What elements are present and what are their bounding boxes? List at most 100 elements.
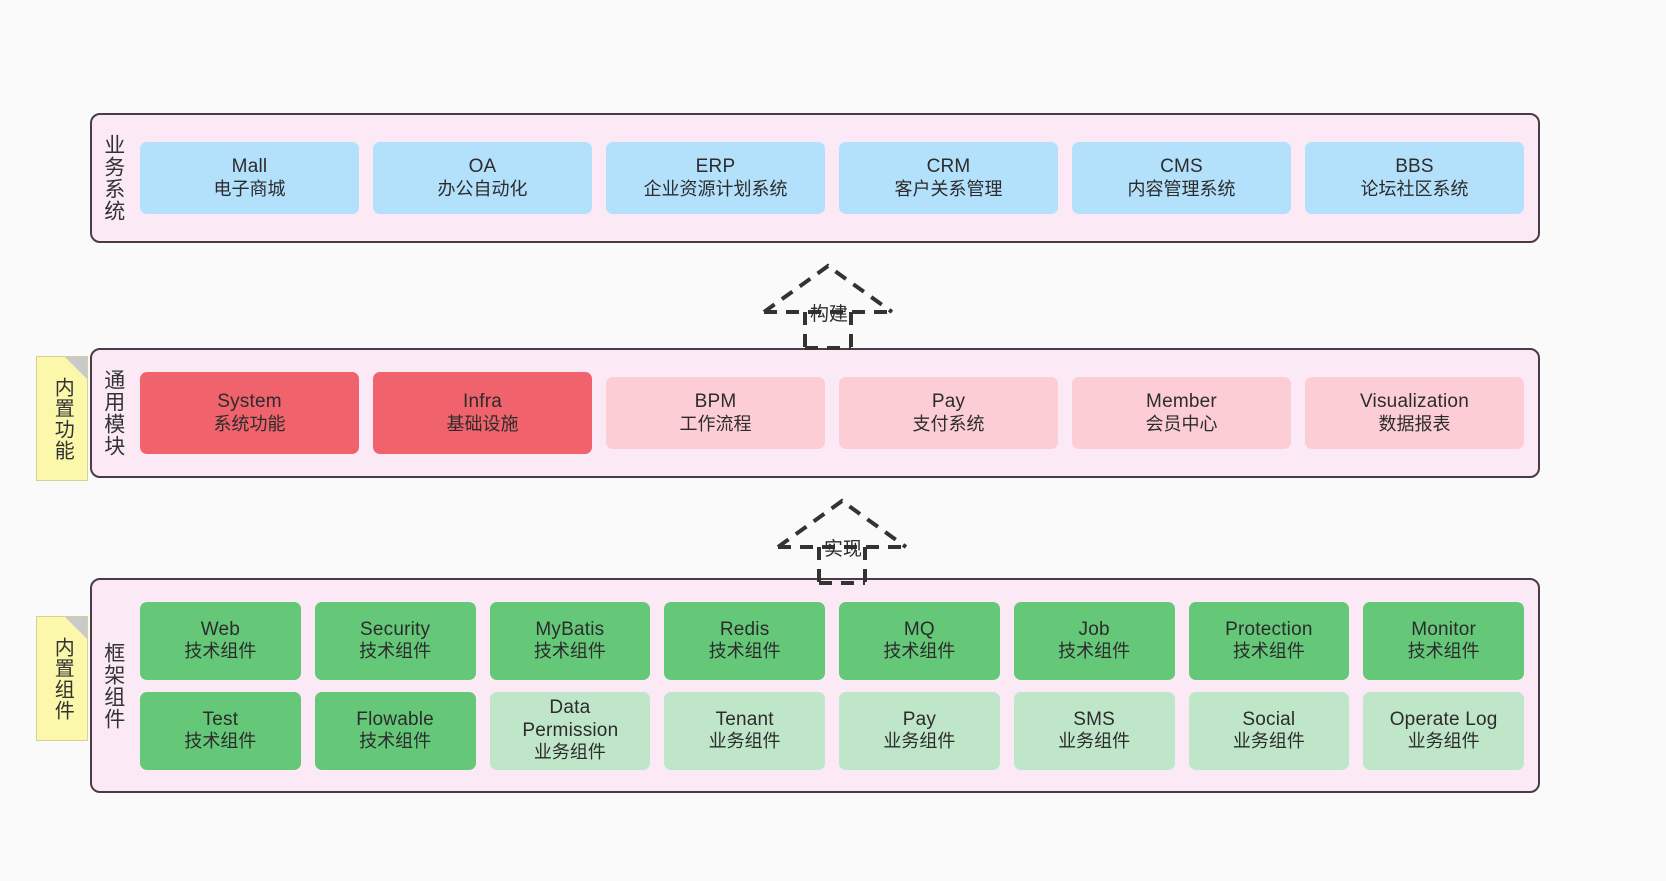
node-monitor-en: Monitor — [1411, 618, 1476, 640]
node-pay-module-cn: 支付系统 — [912, 413, 985, 434]
node-erp[interactable]: ERP 企业资源计划系统 — [606, 142, 825, 214]
node-visualization-en: Visualization — [1360, 391, 1469, 413]
node-member[interactable]: Member 会员中心 — [1072, 377, 1291, 449]
node-data-permission[interactable]: Data Permission 业务组件 — [489, 691, 651, 770]
node-crm[interactable]: CRM 客户关系管理 — [839, 142, 1058, 214]
node-monitor-cn: 技术组件 — [1407, 641, 1480, 662]
arrow-head-build — [762, 263, 894, 314]
node-tenant[interactable]: Tenant 业务组件 — [664, 691, 825, 770]
node-oa-cn: 办公自动化 — [437, 178, 528, 199]
node-infra-en: Infra — [462, 391, 503, 413]
node-job-cn: 技术组件 — [1058, 641, 1131, 662]
node-system-cn: 系统功能 — [213, 413, 286, 434]
node-mall-cn: 电子商城 — [213, 178, 286, 199]
connector-build: 构建 — [758, 262, 908, 350]
node-test[interactable]: Test 技术组件 — [140, 691, 301, 770]
node-job-en: Job — [1078, 618, 1110, 640]
node-redis[interactable]: Redis 技术组件 — [664, 601, 825, 680]
node-social-cn: 业务组件 — [1232, 731, 1305, 752]
node-oa-en: OA — [468, 156, 497, 178]
node-mall[interactable]: Mall 电子商城 — [140, 142, 359, 214]
arrow-head-implement — [776, 498, 908, 549]
node-social[interactable]: Social 业务组件 — [1188, 691, 1350, 770]
node-test-en: Test — [202, 708, 239, 730]
node-bbs[interactable]: BBS 论坛社区系统 — [1305, 142, 1524, 214]
node-cms-cn: 内容管理系统 — [1127, 178, 1236, 199]
node-redis-cn: 技术组件 — [708, 641, 781, 662]
node-sms[interactable]: SMS 业务组件 — [1013, 691, 1175, 770]
node-infra[interactable]: Infra 基础设施 — [373, 372, 592, 454]
node-bbs-en: BBS — [1395, 156, 1434, 178]
node-mybatis-cn: 技术组件 — [533, 641, 606, 662]
node-bpm-cn: 工作流程 — [679, 413, 752, 434]
node-mq-en: MQ — [903, 618, 935, 640]
node-operate-log-cn: 业务组件 — [1407, 731, 1480, 752]
node-data-permission-en: Data Permission — [522, 697, 619, 741]
node-security-cn: 技术组件 — [359, 641, 432, 662]
node-mybatis-en: MyBatis — [535, 618, 605, 640]
node-cms-en: CMS — [1160, 156, 1203, 178]
node-infra-cn: 基础设施 — [446, 413, 519, 434]
framework-row-business: Test 技术组件 Flowable 技术组件 Data Permission … — [140, 691, 1524, 770]
node-bpm[interactable]: BPM 工作流程 — [606, 377, 825, 449]
node-pay-component-cn: 业务组件 — [883, 731, 956, 752]
node-member-cn: 会员中心 — [1145, 413, 1218, 434]
node-mybatis[interactable]: MyBatis 技术组件 — [489, 601, 651, 680]
node-mq[interactable]: MQ 技术组件 — [839, 601, 1000, 680]
node-cms[interactable]: CMS 内容管理系统 — [1072, 142, 1291, 214]
node-pay-component-en: Pay — [902, 708, 937, 730]
layer-framework-component: 框架组件 Web 技术组件 Security 技术组件 MyBatis 技术组件… — [90, 578, 1540, 793]
node-monitor[interactable]: Monitor 技术组件 — [1363, 601, 1524, 680]
node-web[interactable]: Web 技术组件 — [140, 601, 301, 680]
sticky-note-builtin-function: 内置功能 — [36, 356, 88, 481]
node-operate-log[interactable]: Operate Log 业务组件 — [1363, 691, 1524, 770]
node-protection[interactable]: Protection 技术组件 — [1188, 601, 1350, 680]
layer-business-system: 业务系统 Mall 电子商城 OA 办公自动化 ERP 企业资源计划系统 CRM… — [90, 113, 1540, 243]
sticky-note-builtin-component: 内置组件 — [36, 616, 88, 741]
node-security[interactable]: Security 技术组件 — [314, 601, 476, 680]
node-protection-en: Protection — [1225, 618, 1313, 640]
node-mq-cn: 技术组件 — [883, 641, 956, 662]
node-job[interactable]: Job 技术组件 — [1013, 601, 1175, 680]
node-tenant-cn: 业务组件 — [708, 731, 781, 752]
node-pay-module-en: Pay — [931, 391, 966, 413]
node-sms-en: SMS — [1073, 708, 1116, 730]
layer-title-business-system: 业务系统 — [101, 134, 125, 222]
node-redis-en: Redis — [719, 618, 770, 640]
node-web-en: Web — [200, 618, 241, 640]
node-protection-cn: 技术组件 — [1232, 641, 1305, 662]
node-mall-en: Mall — [231, 156, 268, 178]
framework-row-tech: Web 技术组件 Security 技术组件 MyBatis 技术组件 Redi… — [140, 601, 1524, 680]
node-erp-cn: 企业资源计划系统 — [643, 178, 788, 199]
node-visualization[interactable]: Visualization 数据报表 — [1305, 377, 1524, 449]
node-crm-en: CRM — [926, 156, 971, 178]
node-pay-module[interactable]: Pay 支付系统 — [839, 377, 1058, 449]
layer-body-framework-component: Web 技术组件 Security 技术组件 MyBatis 技术组件 Redi… — [134, 580, 1538, 791]
connector-build-label: 构建 — [810, 304, 849, 325]
node-system[interactable]: System 系统功能 — [140, 372, 359, 454]
node-social-en: Social — [1242, 708, 1296, 730]
node-crm-cn: 客户关系管理 — [894, 178, 1003, 199]
connector-implement: 实现 — [772, 497, 922, 585]
node-sms-cn: 业务组件 — [1058, 731, 1131, 752]
node-member-en: Member — [1146, 391, 1217, 413]
layer-title-common-module: 通用模块 — [101, 369, 125, 457]
node-tenant-en: Tenant — [715, 708, 774, 730]
node-bbs-cn: 论坛社区系统 — [1360, 178, 1469, 199]
node-web-cn: 技术组件 — [184, 641, 257, 662]
node-oa[interactable]: OA 办公自动化 — [373, 142, 592, 214]
node-flowable-en: Flowable — [356, 708, 434, 730]
connector-implement-label: 实现 — [824, 539, 863, 560]
node-flowable[interactable]: Flowable 技术组件 — [314, 691, 476, 770]
node-operate-log-en: Operate Log — [1389, 708, 1498, 730]
sticky-note-builtin-component-text: 内置组件 — [51, 636, 74, 721]
layer-title-framework-component: 框架组件 — [101, 641, 125, 730]
layer-body-common-module: System 系统功能 Infra 基础设施 BPM 工作流程 Pay 支付系统… — [134, 350, 1538, 476]
node-security-en: Security — [360, 618, 431, 640]
node-visualization-cn: 数据报表 — [1378, 413, 1451, 434]
node-erp-en: ERP — [695, 156, 736, 178]
layer-common-module: 通用模块 System 系统功能 Infra 基础设施 BPM 工作流程 Pay… — [90, 348, 1540, 478]
node-test-cn: 技术组件 — [184, 731, 257, 752]
node-pay-component[interactable]: Pay 业务组件 — [839, 691, 1000, 770]
